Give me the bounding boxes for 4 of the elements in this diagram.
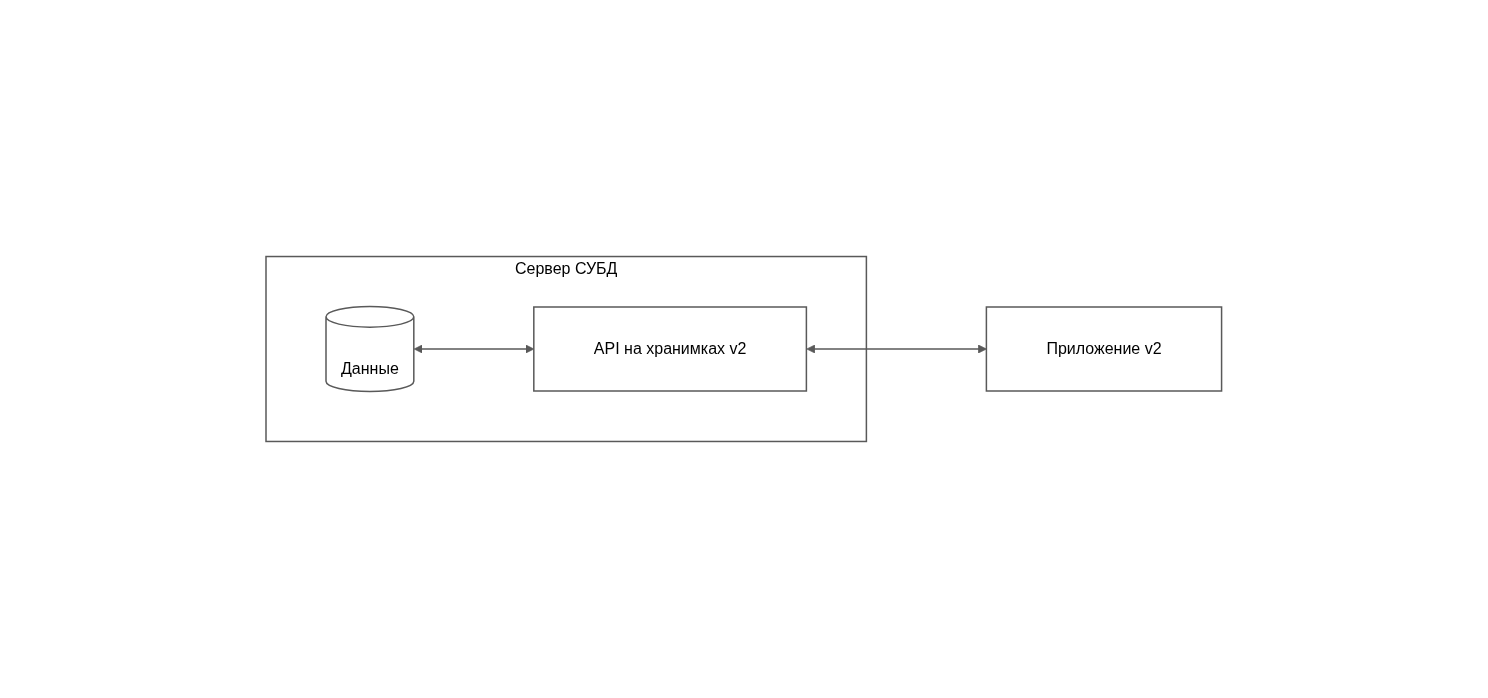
arrow — [806, 344, 987, 354]
node-box: API на хранимках v2 — [533, 306, 808, 392]
node-box: Приложение v2 — [985, 306, 1223, 392]
arrow — [414, 344, 535, 354]
